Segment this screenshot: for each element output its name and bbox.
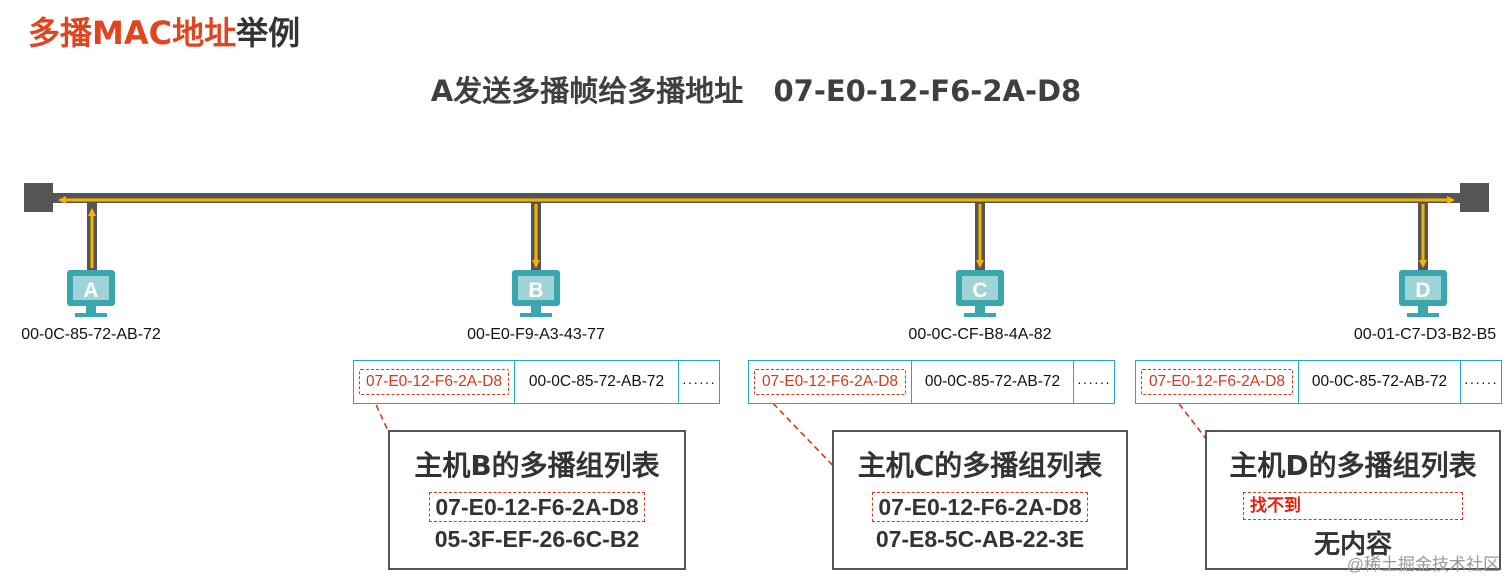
ethernet-bus [24,183,1489,212]
group-list-title: 主机C的多播组列表 [857,449,1103,482]
group-entry-matched: 07-E0-12-F6-2A-D8 [429,492,645,522]
host-label-b: B [528,279,543,302]
host-mac-d: 00-01-C7-D3-B2-B5 [1353,326,1497,343]
bus-terminator-left [24,183,53,212]
computer-icon-c: C [956,270,1004,317]
host-label-d: D [1415,279,1430,302]
group-list-d: 主机D的多播组列表 找不到 无内容 [1205,430,1501,570]
multicast-frame-b: 07-E0-12-F6-2A-D8 00-0C-85-72-AB-72 ····… [353,360,720,404]
group-entry-matched: 07-E0-12-F6-2A-D8 [872,492,1088,522]
frame-more-fields: ······ [1077,374,1111,390]
frame-source-mac: 00-0C-85-72-AB-72 [515,361,679,403]
frame-source-mac: 00-0C-85-72-AB-72 [1299,361,1461,403]
host-mac-a: 00-0C-85-72-AB-72 [21,326,161,343]
multicast-frame-c: 07-E0-12-F6-2A-D8 00-0C-85-72-AB-72 ····… [748,360,1115,404]
title-rest: 举例 [236,14,301,52]
group-list-c: 主机C的多播组列表 07-E0-12-F6-2A-D8 07-E8-5C-AB-… [832,430,1128,570]
host-label-c: C [972,279,987,302]
computer-icon-b: B [512,270,560,317]
group-list-title: 主机D的多播组列表 [1229,449,1477,482]
scenario-caption: A发送多播帧给多播地址 07-E0-12-F6-2A-D8 [430,74,1082,108]
group-list-b: 主机B的多播组列表 07-E0-12-F6-2A-D8 05-3F-EF-26-… [388,430,686,570]
computer-icon-a: A [67,270,115,317]
host-label-a: A [83,279,98,302]
page-title: 多播MAC地址举例 [28,8,300,54]
frame-source-mac: 00-0C-85-72-AB-72 [912,361,1074,403]
frame-destination-mac: 07-E0-12-F6-2A-D8 [354,361,515,403]
frame-destination-mac: 07-E0-12-F6-2A-D8 [1136,361,1299,403]
title-highlight: 多播MAC地址 [28,14,237,52]
frame-more-fields: ······ [682,374,716,390]
frame-destination-mac: 07-E0-12-F6-2A-D8 [749,361,912,403]
group-list-title: 主机B的多播组列表 [414,449,660,482]
bus-cable [50,193,1462,203]
watermark: @稀土掘金技术社区 [1346,555,1500,574]
group-entry: 05-3F-EF-26-6C-B2 [434,526,640,552]
not-found-note: 找不到 [1243,492,1463,520]
multicast-frame-d: 07-E0-12-F6-2A-D8 00-0C-85-72-AB-72 ····… [1135,360,1502,404]
host-mac-c: 00-0C-CF-B8-4A-82 [908,326,1052,343]
frame-more-fields: ······ [1464,374,1498,390]
empty-list-text: 无内容 [1313,530,1392,560]
group-entry: 07-E8-5C-AB-22-3E [875,526,1085,552]
host-taps [87,203,1428,271]
computer-icon-d: D [1399,270,1447,317]
bus-terminator-right [1460,183,1489,212]
host-mac-b: 00-E0-F9-A3-43-77 [467,326,605,343]
